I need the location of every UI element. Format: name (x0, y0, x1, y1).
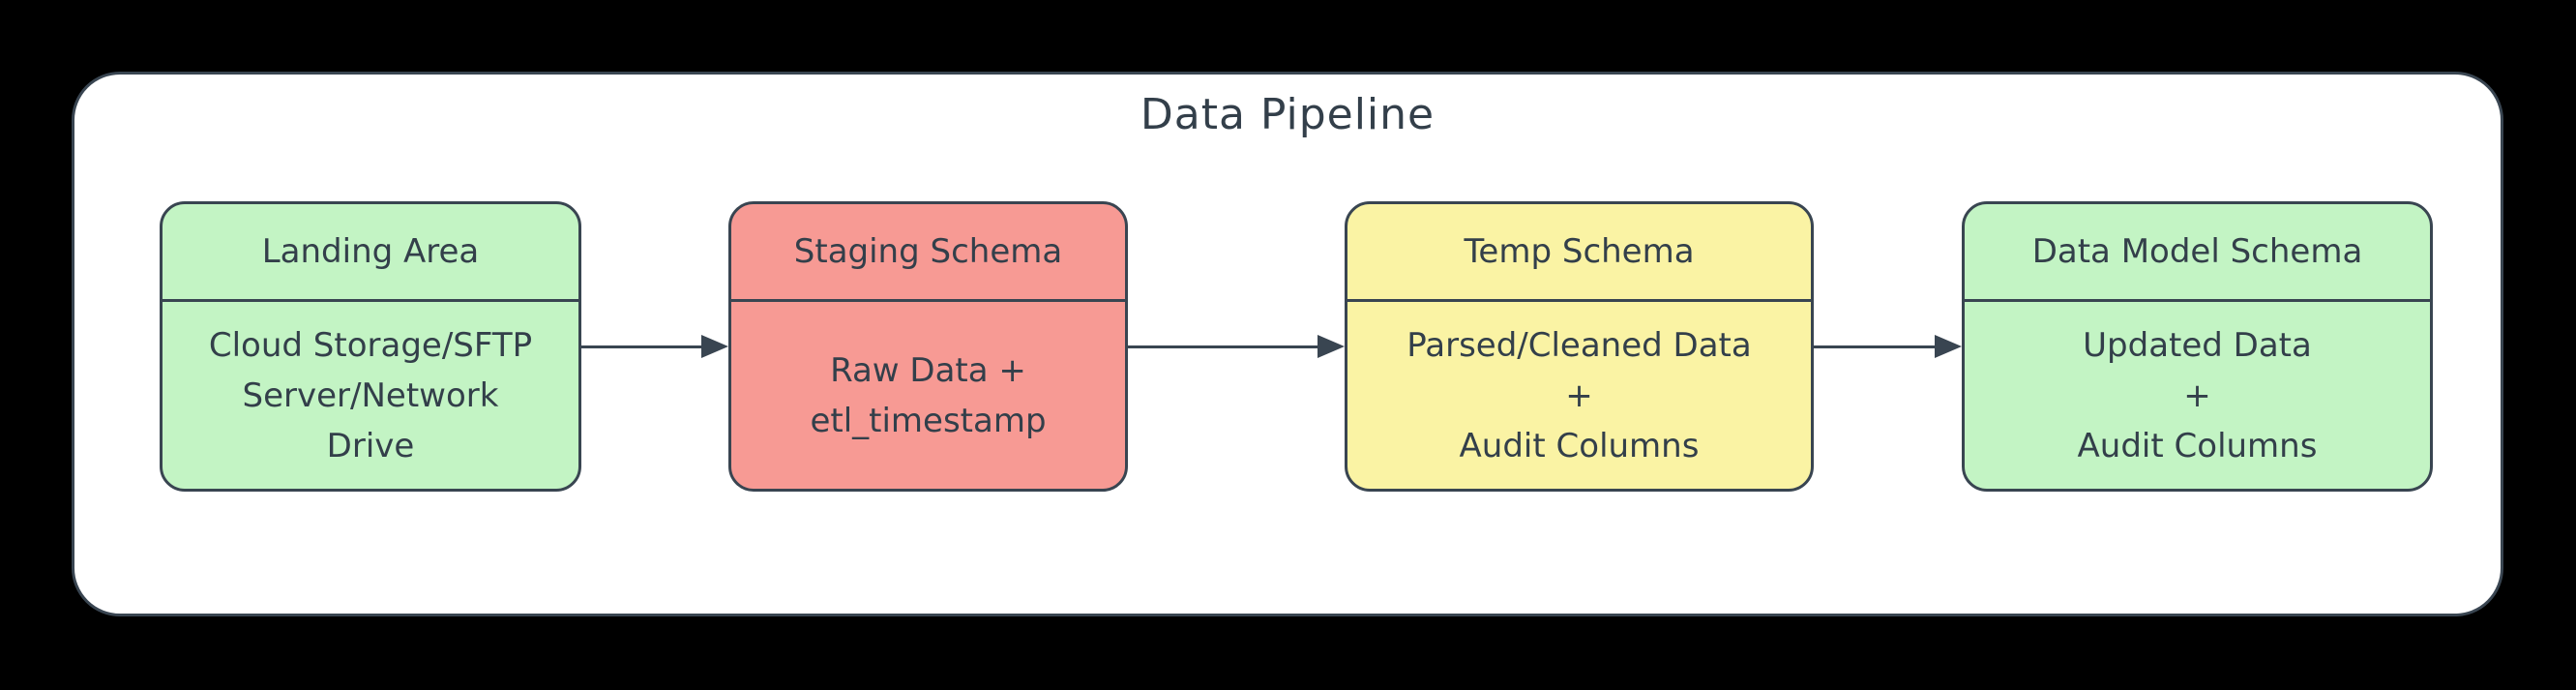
arrow-line (581, 345, 701, 348)
arrow-temp-to-model (1814, 335, 1962, 358)
node-body-line: + (2183, 375, 2211, 415)
diagram-panel: Data Pipeline Landing Area Cloud Storage… (72, 72, 2503, 616)
node-landing-area-body: Cloud Storage/SFTP Server/Network Drive (163, 302, 578, 489)
node-body-line: Audit Columns (2077, 426, 2318, 465)
node-temp-schema-body: Parsed/Cleaned Data + Audit Columns (1347, 302, 1811, 489)
arrow-line (1128, 345, 1318, 348)
arrowhead-icon (701, 335, 728, 358)
node-body-line: Drive (326, 426, 415, 465)
arrow-landing-to-staging (581, 335, 728, 358)
node-body-line: Server/Network (242, 375, 499, 415)
node-data-model-schema-body: Updated Data + Audit Columns (1965, 302, 2430, 489)
node-body-line: Raw Data + (830, 350, 1026, 390)
node-body-line: etl_timestamp (810, 401, 1047, 440)
node-data-model-schema-header: Data Model Schema (1965, 204, 2430, 302)
node-body-line: Cloud Storage/SFTP (208, 325, 533, 365)
node-temp-schema-header: Temp Schema (1347, 204, 1811, 302)
arrow-line (1814, 345, 1935, 348)
node-landing-area: Landing Area Cloud Storage/SFTP Server/N… (160, 201, 581, 492)
node-data-model-schema: Data Model Schema Updated Data + Audit C… (1962, 201, 2433, 492)
node-staging-schema: Staging Schema Raw Data + etl_timestamp (728, 201, 1128, 492)
node-body-line: Updated Data (2083, 325, 2312, 365)
node-landing-area-header: Landing Area (163, 204, 578, 302)
node-staging-schema-body: Raw Data + etl_timestamp (731, 302, 1125, 489)
arrowhead-icon (1935, 335, 1962, 358)
arrowhead-icon (1318, 335, 1345, 358)
node-body-line: + (1565, 375, 1593, 415)
arrow-staging-to-temp (1128, 335, 1345, 358)
diagram-title: Data Pipeline (1140, 90, 1436, 139)
node-staging-schema-header: Staging Schema (731, 204, 1125, 302)
node-body-line: Parsed/Cleaned Data (1406, 325, 1752, 365)
node-body-line: Audit Columns (1459, 426, 1700, 465)
node-temp-schema: Temp Schema Parsed/Cleaned Data + Audit … (1345, 201, 1814, 492)
